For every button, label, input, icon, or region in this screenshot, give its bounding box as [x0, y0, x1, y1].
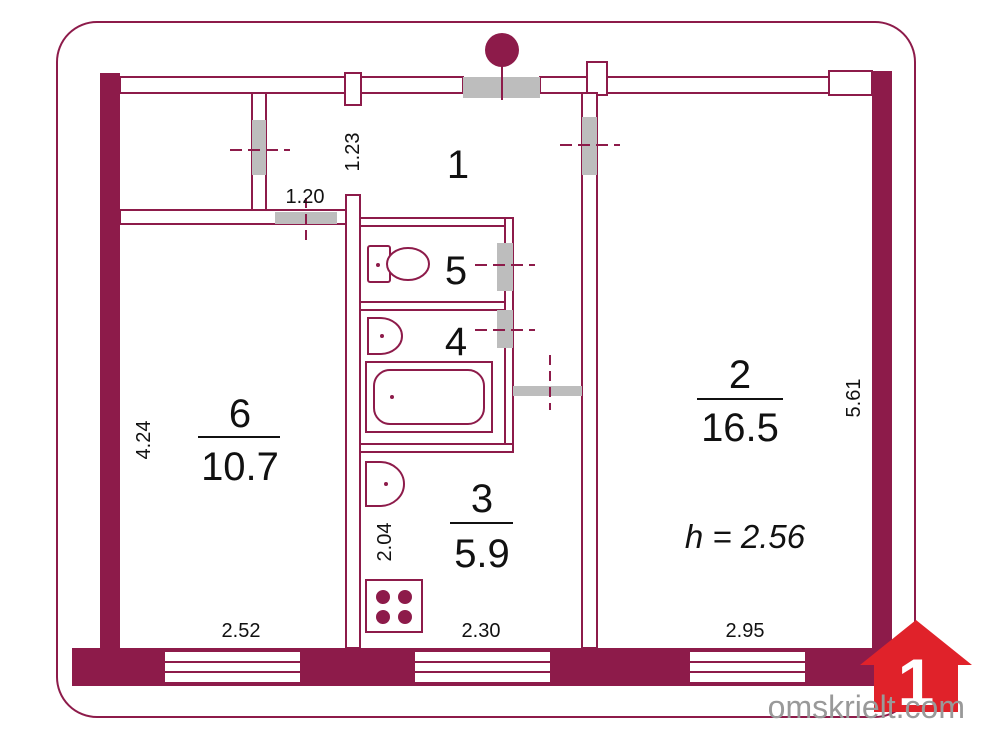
dim-pantry-width: 1.20: [286, 186, 325, 208]
room-6-area: 10.7: [201, 445, 279, 489]
entrance-marker: [485, 33, 519, 67]
dim-kitchen-length: 2.04: [374, 523, 396, 562]
brand-logo: 1: [860, 620, 972, 719]
stove-icon: [365, 579, 423, 633]
kitchen-sink-icon: [365, 461, 405, 507]
window-room6: [165, 652, 300, 682]
dim-room6-width: 2.52: [222, 620, 261, 642]
dim-room2-width: 2.95: [726, 620, 765, 642]
ceiling-height: h = 2.56: [685, 518, 806, 555]
house-logo-icon: [860, 620, 972, 712]
plan-frame: [56, 21, 916, 718]
dim-kitchen-width: 2.30: [462, 620, 501, 642]
room-2-area: 16.5: [701, 406, 779, 450]
room-1-number: 1: [447, 143, 469, 187]
dim-room6-length: 4.24: [133, 421, 155, 460]
room-6-number: 6: [229, 392, 251, 436]
dim-corridor-width: 1.23: [342, 133, 364, 172]
room-5-number: 5: [445, 249, 467, 293]
window-room2: [690, 652, 805, 682]
site-watermark: omskrielt.com: [768, 689, 965, 725]
interior-walls: [119, 92, 598, 649]
room-3-area: 5.9: [454, 532, 510, 576]
windows: [165, 652, 805, 682]
bathtub-icon: [365, 361, 493, 433]
door-pantry: [252, 120, 266, 175]
room-2-number: 2: [729, 353, 751, 397]
room-4-number: 4: [445, 320, 467, 364]
sink-icon: [367, 317, 403, 355]
interior-doors: [230, 117, 620, 410]
logo-digit: 1: [898, 645, 935, 719]
door-toilet: [497, 243, 513, 291]
dim-room2-length: 5.61: [843, 379, 865, 418]
room-3-number: 3: [471, 477, 493, 521]
door-kitchen: [513, 386, 582, 396]
toilet-icon: [367, 245, 430, 283]
window-kitchen: [415, 652, 550, 682]
entrance-door: [463, 33, 540, 100]
